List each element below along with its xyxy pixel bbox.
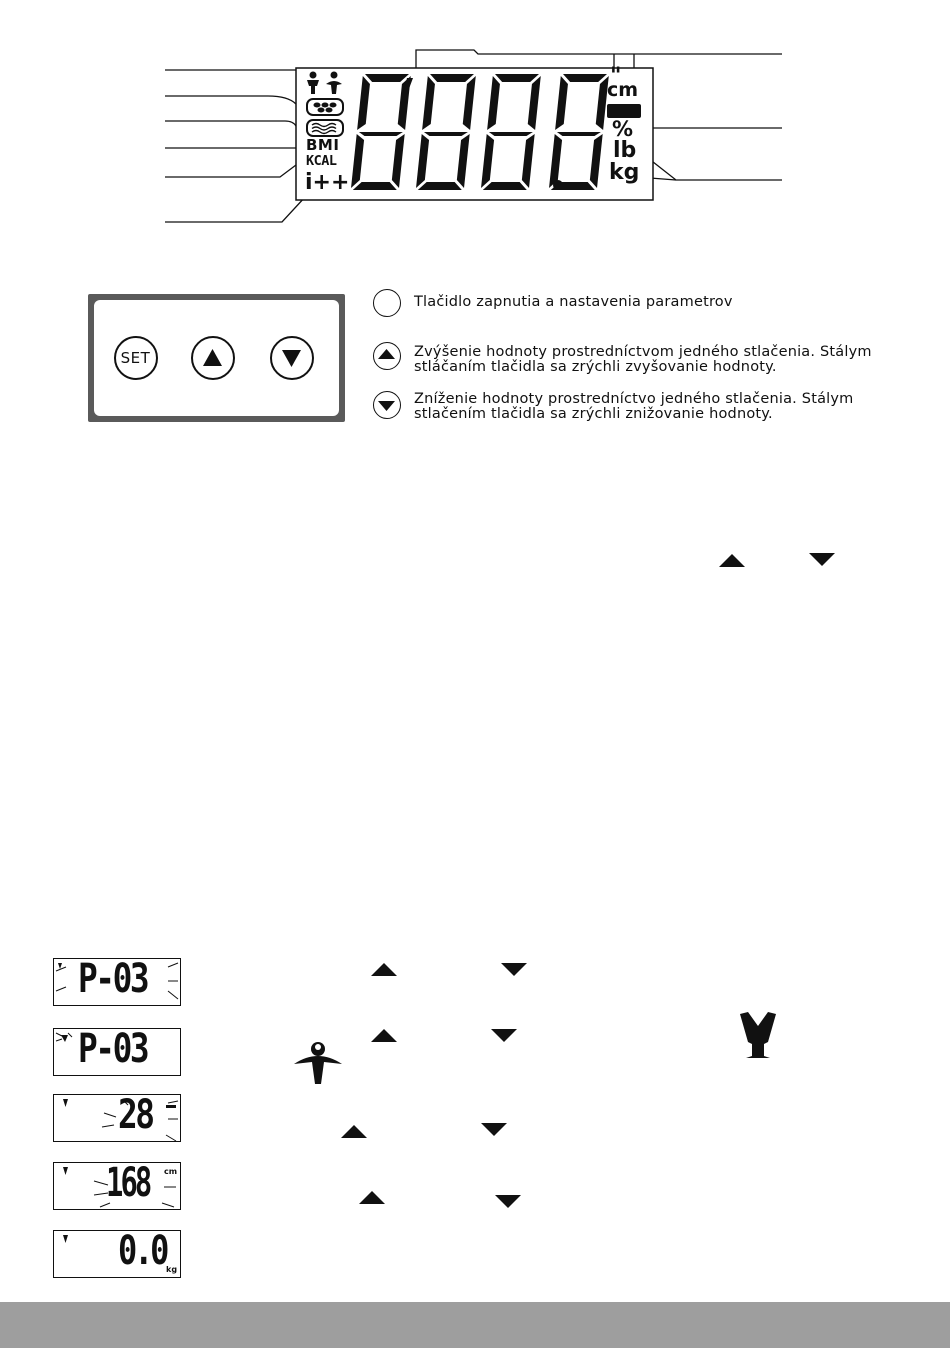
arrow-up-icon [359,1191,385,1204]
step-lcd-2: P-03 [53,1026,181,1076]
empty-circle-icon [373,289,401,317]
cm-label: cm [607,79,639,101]
body-water-icon [306,119,344,137]
male-female-icon [307,71,342,94]
step-lcd-1: P-03 [53,956,181,1006]
unit-bar-segment [607,104,641,118]
arrow-up-icon [371,1029,397,1042]
arrow-up-icon [719,554,745,567]
step-display-5: 0.0 [118,1228,169,1274]
step-unit-5: kg [166,1265,178,1274]
footer-bar [0,1302,950,1348]
minus-segment [166,1105,176,1108]
arrow-down-icon [491,1029,517,1042]
blink-marks [63,1099,179,1142]
user-level-label: i++ [305,170,350,195]
set-button[interactable]: SET [114,336,158,380]
kg-label: kg [609,160,640,185]
arrow-up-circle-icon [373,342,401,370]
step-lcd-3: 28 [53,1092,181,1142]
bmi-label: BMI [306,136,340,154]
step-display-3: 28 [118,1092,155,1138]
arrow-down-icon [809,553,835,566]
inch-label: " [610,64,622,89]
arrow-down-circle-icon [373,391,401,419]
body-fat-icon [306,98,344,116]
female-icon [294,1042,342,1084]
lb-label: lb [613,138,637,163]
step-lcd-5: 0.0 kg [53,1228,181,1278]
up-button[interactable] [191,336,235,380]
arrow-down-icon [481,1123,507,1136]
kcal-label: KCAL [306,153,337,169]
arrow-up-icon [341,1125,367,1138]
user-mark [63,1235,68,1243]
blink-marks [55,962,179,1000]
arrow-down-icon [501,963,527,976]
down-button[interactable] [270,336,314,380]
callout-gender [165,69,307,74]
step-display-2: P-03 [78,1026,150,1072]
step-unit-4: cm [164,1167,178,1176]
arrow-down-icon [495,1195,521,1208]
arrow-down-icon [282,350,301,367]
step-display-4: 168 [106,1160,152,1206]
legend-text-set: Tlačidlo zapnutia a nastavenia parametro… [414,294,733,310]
blink-marks [55,1032,73,1042]
step-display-1: P-03 [78,956,150,1002]
legend-text-up: Zvýšenie hodnoty prostredníctvom jedného… [414,344,872,375]
arrow-up-icon [371,963,397,976]
percent-label: % [612,117,634,141]
blink-marks [63,1167,176,1208]
set-button-label: SET [120,349,151,367]
big-digits-8888 [351,74,609,190]
step-lcd-4: 168 cm [53,1160,181,1210]
arrow-up-icon [203,349,222,366]
legend-text-down: Zníženie hodnoty prostredníctvo jedného … [414,391,854,422]
male-icon [740,1012,776,1058]
